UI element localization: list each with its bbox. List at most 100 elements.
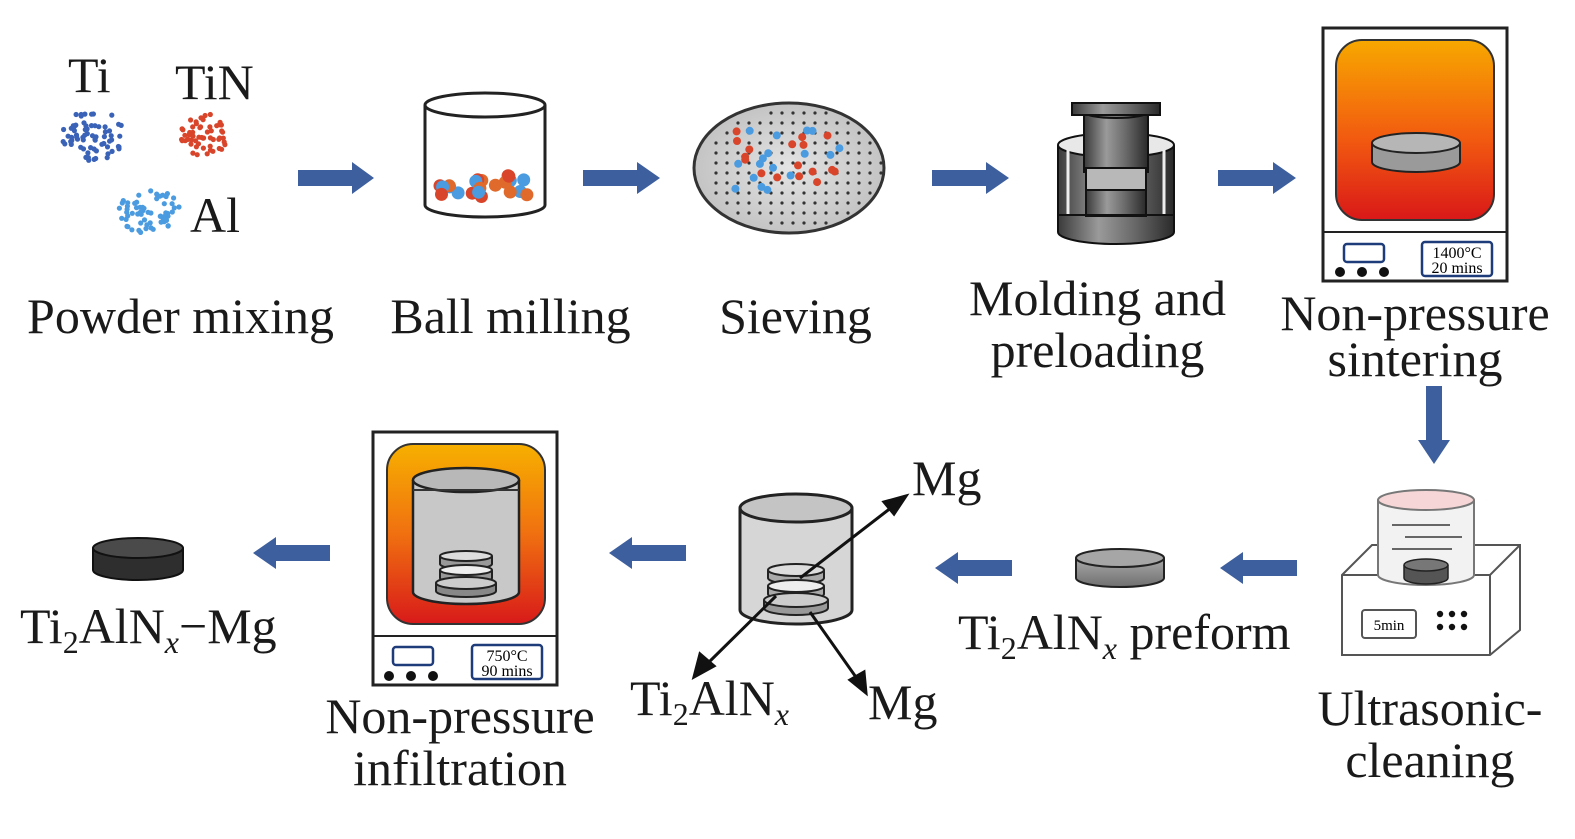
sieve-icon bbox=[692, 101, 886, 235]
sieve-hole bbox=[791, 211, 795, 215]
powder-particle bbox=[220, 135, 226, 141]
sieve-hole bbox=[725, 131, 729, 135]
sieve-hole bbox=[835, 201, 839, 205]
powder-particle bbox=[217, 135, 223, 141]
powder-particle bbox=[129, 227, 135, 233]
sieve-hole bbox=[879, 161, 883, 165]
powder-particle bbox=[81, 120, 87, 126]
powder-particle bbox=[125, 213, 131, 219]
sieve-hole bbox=[769, 181, 773, 185]
sieve-hole bbox=[747, 181, 751, 185]
powder-particle bbox=[129, 210, 135, 216]
sieve-hole bbox=[802, 161, 806, 165]
infiltration-temp-display: 750°C bbox=[486, 648, 527, 665]
powder-particle bbox=[202, 112, 208, 119]
sieve-particle bbox=[788, 140, 797, 149]
powder-particle bbox=[89, 133, 96, 139]
tin-powder-label: TiN bbox=[175, 54, 254, 110]
flow-arrow-left bbox=[935, 552, 1012, 584]
sieve-hole bbox=[747, 211, 751, 215]
powder-particle bbox=[102, 124, 108, 130]
powder-particle bbox=[148, 210, 154, 216]
sieve-hole bbox=[769, 171, 773, 175]
sieve-hole bbox=[846, 131, 850, 135]
sieve-hole bbox=[747, 191, 751, 195]
powder-particle bbox=[116, 146, 122, 152]
sieve-hole bbox=[846, 181, 850, 185]
sieve-hole bbox=[736, 201, 740, 205]
sieve-hole bbox=[824, 211, 828, 215]
powder-particle bbox=[185, 136, 191, 142]
powder-particle bbox=[116, 205, 122, 211]
sieve-hole bbox=[802, 171, 806, 175]
powder-particle bbox=[134, 199, 140, 205]
sieve-hole bbox=[835, 161, 839, 165]
powder-particle bbox=[190, 124, 196, 130]
sieve-hole bbox=[747, 121, 751, 125]
sintering-temp-display: 1400°C bbox=[1432, 245, 1481, 262]
sieve-particle bbox=[828, 165, 837, 174]
sieve-hole bbox=[824, 161, 828, 165]
powder-particle bbox=[138, 220, 144, 226]
sintering-furnace-icon: 1400°C 20 mins bbox=[1321, 26, 1509, 283]
flow-arrow-left bbox=[1220, 552, 1297, 584]
sieve-particle bbox=[731, 184, 740, 193]
sieve-hole bbox=[835, 141, 839, 145]
sieve-hole bbox=[725, 171, 729, 175]
sieve-hole bbox=[802, 221, 806, 225]
powder-particle bbox=[108, 133, 114, 139]
flow-arrows bbox=[253, 162, 1450, 584]
powder-particle bbox=[216, 122, 222, 128]
sieve-hole bbox=[846, 171, 850, 175]
powder-particle bbox=[101, 134, 107, 140]
sieve-hole bbox=[835, 181, 839, 185]
sieve-hole bbox=[835, 131, 839, 135]
sieve-particle bbox=[800, 149, 809, 158]
tin-powder-particles bbox=[179, 111, 228, 158]
powder-particle bbox=[158, 213, 164, 219]
sieve-hole bbox=[846, 151, 850, 155]
powder-particle bbox=[157, 193, 163, 199]
sieve-hole bbox=[824, 181, 828, 185]
infiltration-time-display: 90 mins bbox=[481, 663, 532, 680]
sieve-hole bbox=[769, 211, 773, 215]
ti-powder-label: Ti bbox=[68, 47, 111, 103]
sieve-hole bbox=[780, 131, 784, 135]
powder-particle bbox=[207, 124, 213, 130]
powder-particle bbox=[195, 141, 202, 147]
milling-ball bbox=[488, 178, 502, 192]
powder-particle bbox=[125, 224, 131, 230]
sieve-hole bbox=[802, 191, 806, 195]
sieve-hole bbox=[725, 181, 729, 185]
flow-arrow-down bbox=[1418, 386, 1450, 464]
powder-particle bbox=[194, 152, 200, 158]
sieve-hole bbox=[857, 191, 861, 195]
powder-particle bbox=[179, 136, 185, 143]
sieve-particle bbox=[794, 161, 802, 170]
sieve-hole bbox=[846, 191, 850, 195]
sieve-hole bbox=[791, 161, 795, 165]
powder-particle bbox=[210, 136, 216, 143]
sieve-hole bbox=[780, 141, 784, 145]
sieve-particle bbox=[808, 126, 817, 135]
powder-particle bbox=[190, 129, 196, 135]
powder-particle bbox=[171, 195, 177, 201]
ultrasonic-cleaner-icon: 5min bbox=[1341, 489, 1521, 656]
milling-ball bbox=[517, 173, 531, 187]
sieve-particle bbox=[798, 133, 807, 142]
sieve-hole bbox=[813, 121, 817, 125]
sieve-hole bbox=[824, 141, 828, 145]
powder-particle bbox=[169, 209, 175, 215]
powder-particle bbox=[92, 123, 98, 129]
sieve-hole bbox=[813, 151, 817, 155]
powder-particle bbox=[119, 215, 125, 221]
sieve-hole bbox=[780, 151, 784, 155]
sieve-hole bbox=[813, 141, 817, 145]
sieve-particle bbox=[795, 172, 804, 181]
sieve-hole bbox=[780, 171, 784, 175]
sieve-particle bbox=[835, 144, 844, 153]
sieve-hole bbox=[780, 181, 784, 185]
